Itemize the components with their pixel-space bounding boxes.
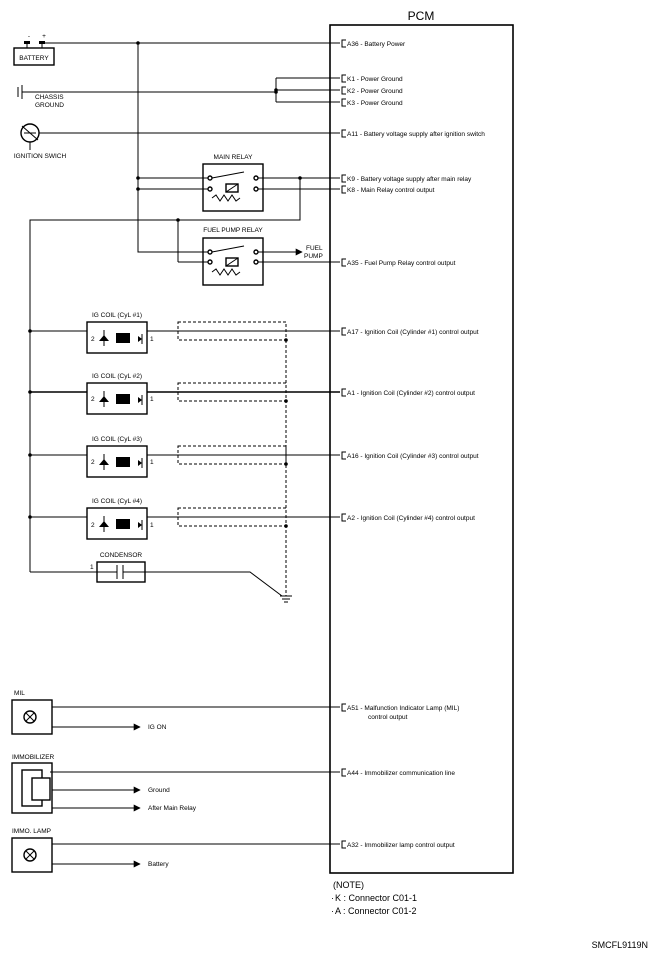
- ig-coil-3-label: IG COIL (CyL #3): [92, 436, 142, 443]
- immo-lamp-label: IMMO. LAMP: [12, 828, 51, 835]
- terminal-a2: A2 - Ignition Coil (Cylinder #4) control…: [347, 515, 475, 522]
- terminal-a51-line1: A51 - Malfunction Indicator Lamp (MIL): [347, 705, 459, 712]
- immo-lamp: IMMO. LAMP: [11, 828, 53, 873]
- ignition-switch-label: IGNITION SWICH: [14, 153, 67, 160]
- connector-note: (NOTE) K : Connector C01-1 A : Connector…: [333, 880, 417, 916]
- ignition-switch-symbol: IGNITION SWICH: [14, 123, 67, 160]
- ig-coil-2: IG COIL (CyL #2) 2 1: [86, 373, 154, 415]
- fuel-pump-relay-label: FUEL PUMP RELAY: [203, 227, 263, 234]
- terminal-a16: A16 - Ignition Coil (Cylinder #3) contro…: [347, 453, 479, 460]
- fuel-pump-label-2: PUMP: [304, 253, 323, 260]
- immobilizer-label: IMMOBILIZER: [12, 754, 55, 761]
- note-a: A : Connector C01-2: [335, 906, 417, 916]
- terminal-k9: K9 - Battery voltage supply after main r…: [347, 176, 472, 183]
- ig-coil-3-pin-left: 2: [91, 459, 95, 466]
- terminal-a35: A35 - Fuel Pump Relay control output: [347, 260, 456, 267]
- terminal-k1: K1 - Power Ground: [347, 76, 403, 83]
- immobilizer: IMMOBILIZER: [11, 754, 55, 814]
- battery-arrow-label: Battery: [148, 861, 169, 868]
- ig-coil-1-label: IG COIL (CyL #1): [92, 312, 142, 319]
- chassis-label-1: CHASSIS: [35, 94, 64, 101]
- terminal-a44: A44 - Immobilizer communication line: [347, 770, 455, 777]
- terminal-k3: K3 - Power Ground: [347, 100, 403, 107]
- ig-coil-4: IG COIL (CyL #4) 2 1: [86, 498, 154, 540]
- after-main-relay-label: After Main Relay: [148, 805, 197, 812]
- pcm-title: PCM: [408, 9, 435, 23]
- ig-coil-1: IG COIL (CyL #1) 2 1: [86, 312, 154, 354]
- terminal-a11: A11 - Battery voltage supply after ignit…: [347, 131, 485, 138]
- condensor-pin: 1: [90, 564, 94, 571]
- ground-arrow-label: Ground: [148, 787, 170, 794]
- note-k: K : Connector C01-1: [335, 893, 417, 903]
- ig-coil-2-pin-left: 2: [91, 396, 95, 403]
- terminal-a36: A36 - Battery Power: [347, 41, 406, 48]
- terminal-a51-line2: control output: [368, 714, 408, 721]
- terminal-a17: A17 - Ignition Coil (Cylinder #1) contro…: [347, 329, 479, 336]
- main-relay-label: MAIN RELAY: [214, 154, 254, 161]
- pcm-terminals: A36 - Battery Power K1 - Power Ground K2…: [341, 39, 485, 849]
- shield-lines: [177, 321, 288, 596]
- ig-coil-1-pin-right: 1: [150, 336, 154, 343]
- battery-plus-sign: +: [42, 33, 46, 40]
- terminal-k8: K8 - Main Relay control output: [347, 187, 435, 194]
- ig-coil-2-label: IG COIL (CyL #2): [92, 373, 142, 380]
- chassis-ground-symbol: CHASSIS GROUND: [17, 85, 276, 109]
- ig-coil-1-pin-left: 2: [91, 336, 95, 343]
- battery-minus-sign: -: [28, 33, 30, 40]
- note-title: (NOTE): [333, 880, 364, 890]
- ig-coil-3-pin-right: 1: [150, 459, 154, 466]
- condensor-label: CONDENSOR: [100, 552, 143, 559]
- terminal-k2: K2 - Power Ground: [347, 88, 403, 95]
- note-bullet-a: ·: [331, 906, 334, 916]
- figure-code: SMCFL9119N: [592, 940, 648, 950]
- terminal-a32: A32 - Immobilizer lamp control output: [347, 842, 455, 849]
- battery-label: BATTERY: [19, 55, 49, 62]
- condensor: CONDENSOR 1: [90, 552, 146, 583]
- ig-coil-4-pin-left: 2: [91, 522, 95, 529]
- mil-label: MIL: [14, 690, 25, 697]
- note-bullet-k: ·: [331, 893, 334, 903]
- ig-coil-3: IG COIL (CyL #3) 2 1: [86, 436, 154, 478]
- terminal-a1: A1 - Ignition Coil (Cylinder #2) control…: [347, 390, 475, 397]
- ig-coil-4-label: IG COIL (CyL #4): [92, 498, 142, 505]
- battery-symbol: BATTERY - +: [13, 33, 55, 66]
- ig-coil-4-pin-right: 1: [150, 522, 154, 529]
- chassis-label-2: GROUND: [35, 102, 64, 109]
- mil-lamp: MIL: [11, 690, 53, 735]
- ground-icon: [280, 595, 292, 603]
- ig-on-label: IG ON: [148, 724, 167, 731]
- fuel-pump-label-1: FUEL: [306, 245, 323, 252]
- pcm-box: [329, 24, 514, 874]
- ig-coil-2-pin-right: 1: [150, 396, 154, 403]
- main-relay: MAIN RELAY: [202, 154, 264, 212]
- fuel-pump-relay: FUEL PUMP RELAY: [202, 227, 264, 286]
